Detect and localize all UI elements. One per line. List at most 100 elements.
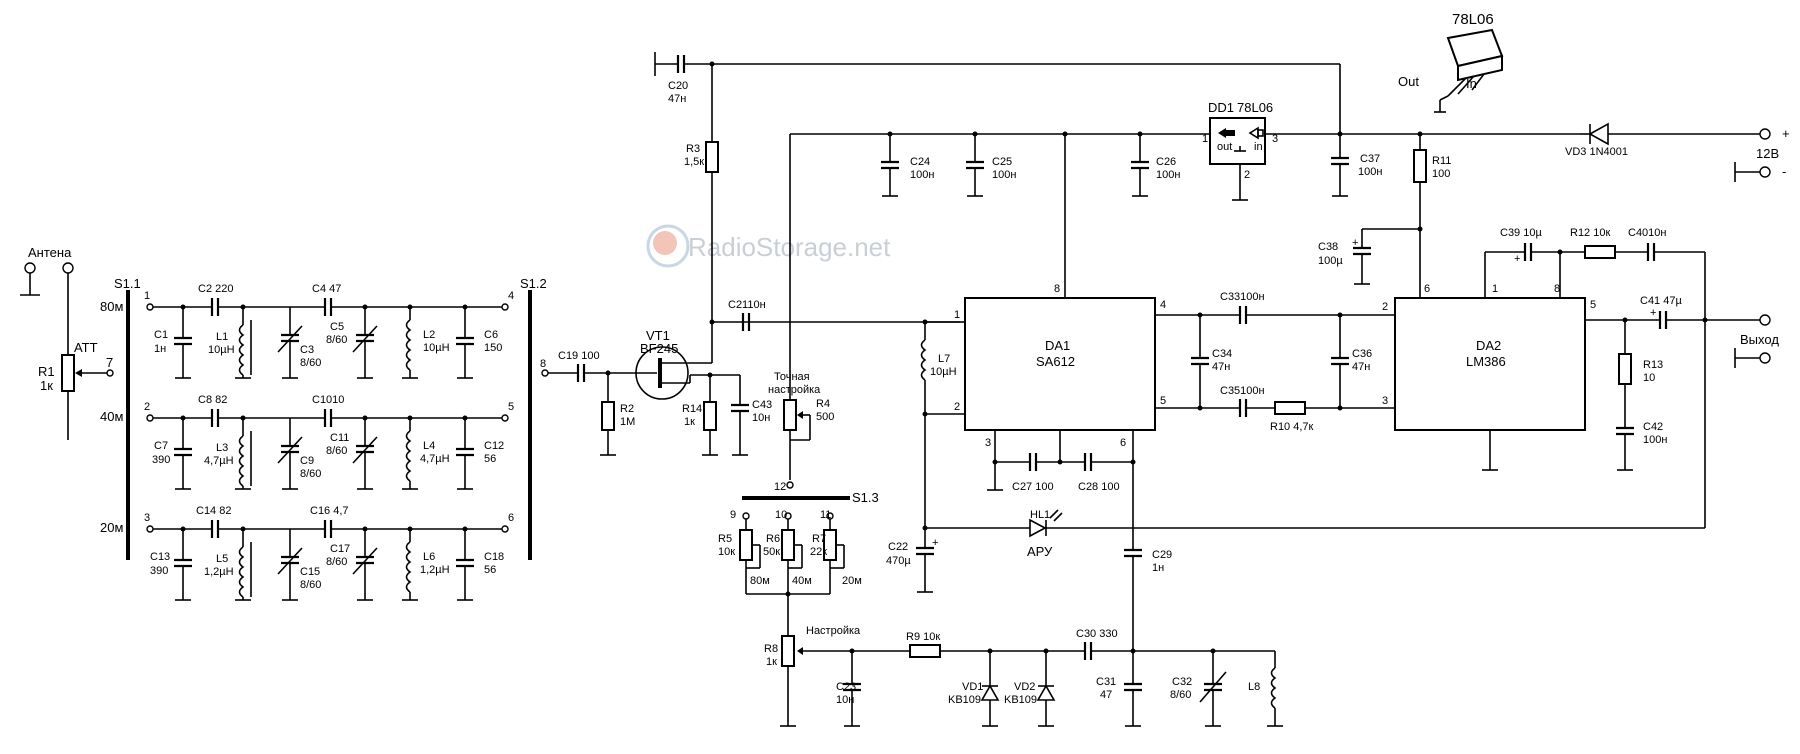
c36-value: 47н [1352,361,1370,373]
da1-pin-1: 1 [954,309,960,321]
resistor-r13 [1618,353,1632,385]
c37-value: 100н [1358,166,1382,178]
c28-label: C28 100 [1078,481,1120,493]
filter-bank: 1 4 2 5 3 6 [144,283,514,601]
fine-tune-label-2: настройка [768,384,821,396]
c18-value: 56 [484,564,496,576]
power-supply: C24 100н C25 100н C26 100н out in DD1 78… [881,11,1790,298]
c12-value: 56 [484,453,496,465]
c42-label: C42 [1643,421,1663,433]
c12-label: C12 [484,440,504,452]
l3-value: 4,7µН [204,455,234,467]
c34-value: 47н [1212,361,1230,373]
output-terminal [1759,314,1771,326]
r11-label: R11 [1432,155,1451,167]
c13-label: C13 [150,551,170,563]
c5-label: C5 [330,321,344,333]
resistor-r10 [1274,401,1306,415]
c39-label: C39 10µ [1500,227,1542,239]
package-out-label: Out [1398,74,1419,89]
c18-label: C18 [484,551,504,563]
main-tune-label: Настройка [806,625,861,637]
watermark: RadioStorage.net [646,224,891,268]
pin-8-s12: 8 [540,358,546,370]
pin-9-s13: 9 [730,509,736,521]
vd2-value: KB109 [1004,694,1037,706]
l8-label: L8 [1248,681,1260,693]
l6-value: 1,2µН [420,564,450,576]
c40-label: C4010н [1628,227,1667,239]
l6-label: L6 [423,551,435,563]
r4-label: R4 [816,398,830,410]
audio-stage: C33100н C35100н R10 4,7к C34 47н C36 47н… [1155,227,1779,528]
l5-value: 1,2µН [204,566,234,578]
c7-label: C7 [154,440,168,452]
l2-label: L2 [423,329,435,341]
c26-label: C26 [1156,156,1176,168]
dd1-label: DD1 [1208,100,1234,115]
da2-pin-2: 2 [1382,301,1388,313]
dd1-pin-2: 2 [1244,169,1250,181]
l2-value: 10µН [423,342,450,354]
da2-value: LM386 [1466,354,1506,369]
c17-label: C17 [330,543,350,555]
vd1-label: VD1 [962,681,983,693]
resistor-r11 [1413,149,1427,183]
switch-s11-label: S1.1 [114,276,141,291]
c32-value: 8/60 [1170,689,1191,701]
c6-label: C6 [484,329,498,341]
c1-value: 1н [154,343,166,355]
da1-pin-2: 2 [954,401,960,413]
dd1-value: 78L06 [1237,100,1273,115]
c35-label: C35100н [1220,385,1265,397]
package-in-label: In [1466,76,1477,91]
c17-value: 8/60 [326,556,347,568]
c8-label: C8 82 [198,394,227,406]
c26-value: 100н [1156,169,1180,181]
c23-label: C23 [836,681,856,693]
sw-20-label: 20м [842,575,862,587]
pin-11-s13: 11 [820,509,831,521]
da2-label: DA2 [1476,338,1501,353]
c29-value: 1н [1152,562,1164,574]
c16-label: C16 4,7 [310,505,349,517]
supply-minus-terminal [1759,166,1771,178]
package-title: 78L06 [1452,11,1494,28]
c31-label: C31 [1096,676,1116,688]
da1-value: SA612 [1036,354,1075,369]
resistor-r3 [705,141,719,173]
dd1-pin-3: 3 [1272,133,1278,145]
potentiometer-r4 [783,399,797,431]
c11-label: C11 [330,432,349,444]
r7-value: 22к [810,546,827,558]
c38-value: 100µ [1318,255,1343,267]
sw-40-label: 40м [792,575,812,587]
c4-label: C4 47 [312,283,341,295]
r6-label: R6 [766,533,780,545]
dd1-out-label: out [1217,141,1232,153]
c21-label: C2110н [728,299,766,311]
c11-value: 8/60 [326,445,347,457]
r14-label: R14 [682,403,702,415]
c25-label: C25 [992,156,1012,168]
c37-label: C37 [1360,153,1380,165]
l1-value: 10µН [208,344,235,356]
vt1-label: VT1 [646,328,670,343]
r7-label: R7 [812,533,826,545]
da1-pin-4: 4 [1160,299,1166,311]
c5-value: 8/60 [326,334,347,346]
l1-label: L1 [216,331,228,343]
c38-label: C38 [1318,241,1338,253]
c34-label: C34 [1212,348,1232,360]
c27-label: C27 100 [1012,481,1054,493]
vt1-value: BF245 [640,341,678,356]
vd2-label: VD2 [1014,681,1035,693]
c9-value: 8/60 [300,468,321,480]
resistor-r12 [1584,245,1616,259]
c13-value: 390 [150,565,168,577]
r6-value: 50к [763,546,780,558]
regulator-package-sketch: 78L06 Out In [1398,11,1504,113]
regulator-dd1 [1209,117,1266,165]
c33-label: C33100н [1220,291,1265,303]
c3-label: C3 [300,344,314,356]
